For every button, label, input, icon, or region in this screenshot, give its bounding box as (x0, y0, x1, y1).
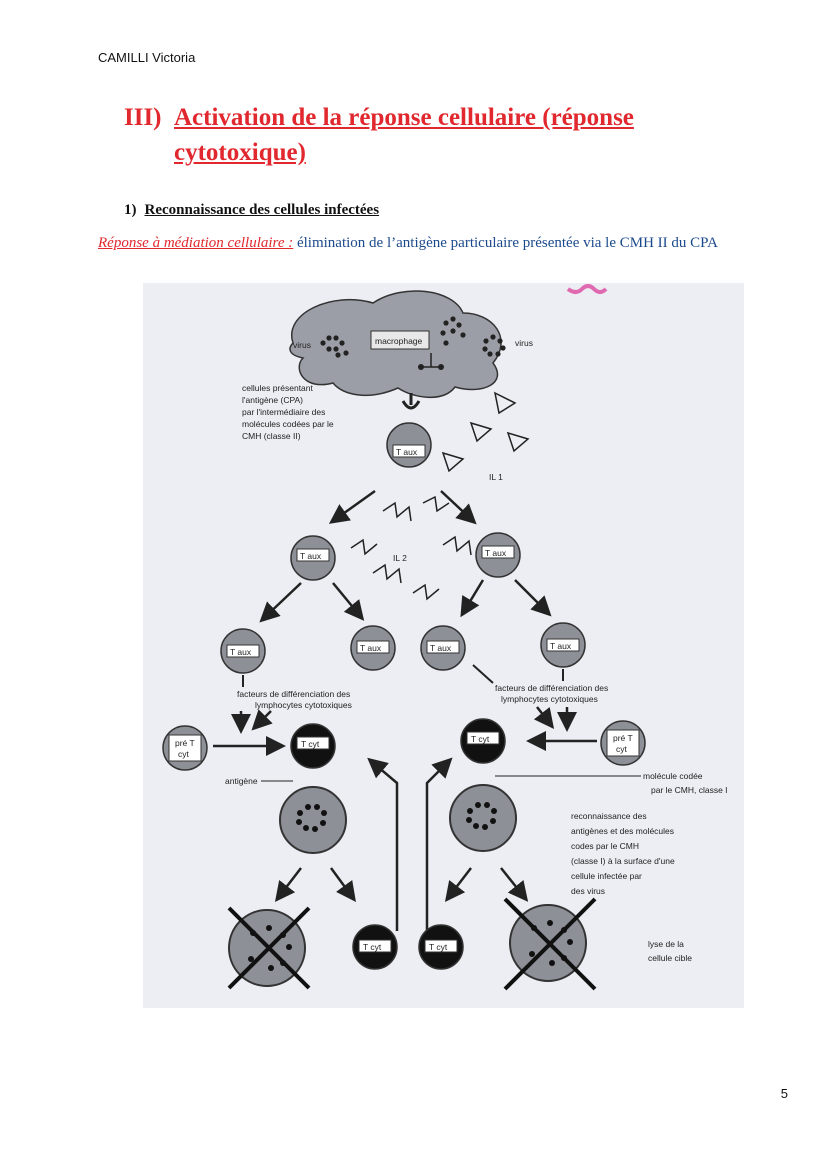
t-aux-label-row3-3: T aux (430, 643, 452, 653)
cpa-line5: CMH (classe II) (242, 431, 301, 441)
recog-line6: des virus (571, 886, 605, 896)
factors-left-line1: facteurs de différenciation des (237, 689, 350, 699)
pre-t-cyt-left-line2: cyt (178, 749, 190, 759)
infected-cell-left (279, 786, 347, 854)
pre-t-cyt-right-line2: cyt (616, 744, 628, 754)
diagram-photo: macrophage virus virus cellules présenta… (143, 283, 744, 1008)
t-aux-label-row3-1: T aux (230, 647, 252, 657)
page-number: 5 (780, 1086, 788, 1101)
infected-cell-left-virus (296, 804, 327, 832)
section-title: III) Activation de la réponse cellulaire … (124, 100, 744, 170)
highlighter-mark (566, 284, 608, 294)
cpa-line2: l'antigène (CPA) (242, 395, 303, 405)
subsection-label: Reconnaissance des cellules infectées (144, 202, 380, 218)
il2-label: IL 2 (393, 553, 407, 563)
recog-line1: reconnaissance des (571, 811, 647, 821)
t-aux-label-top: T aux (396, 447, 418, 457)
infected-cell-right (449, 784, 517, 852)
intro-lead: Réponse à médiation cellulaire : (98, 235, 294, 251)
t-aux-label-row3-4: T aux (550, 641, 572, 651)
cpa-line4: molécules codées par le (242, 419, 334, 429)
factors-right-line2: lymphocytes cytotoxiques (501, 694, 598, 704)
t-cyt-label-bottom-right: T cyt (429, 942, 448, 952)
mhc-label-line2: par le CMH, classe I (651, 785, 728, 795)
infected-cell-right-virus (466, 802, 497, 830)
virus-right-label: virus (515, 338, 533, 348)
recog-line2: antigènes et des molécules (571, 826, 674, 836)
pre-t-cyt-right-line1: pré T (613, 733, 633, 743)
macrophage-label: macrophage (375, 336, 423, 346)
intro-text: élimination de l’antigène particulaire p… (293, 235, 718, 251)
recog-line5: cellule infectée par (571, 871, 642, 881)
virus-right-particles (482, 334, 506, 357)
virus-left-label: virus (293, 340, 311, 350)
subsection-number: 1) (124, 202, 137, 218)
il2-signals (350, 495, 472, 601)
factors-left-line2: lymphocytes cytotoxiques (255, 700, 352, 710)
cell-response-diagram: macrophage virus virus cellules présenta… (162, 284, 728, 991)
il1-signals (441, 391, 530, 473)
t-cyt-label-bottom-left: T cyt (363, 942, 382, 952)
factors-right-line1: facteurs de différenciation des (495, 683, 608, 693)
cpa-line3: par l'intermédiaire des (242, 407, 325, 417)
intro-paragraph: Réponse à médiation cellulaire : élimina… (98, 232, 758, 254)
macrophage-label-box (370, 330, 430, 350)
section-number: III) (124, 104, 162, 131)
header-author: CAMILLI Victoria (98, 50, 196, 65)
t-cyt-label-left: T cyt (301, 739, 320, 749)
t-cyt-label-right: T cyt (471, 734, 490, 744)
t-aux-label-left: T aux (300, 551, 322, 561)
cpa-line1: cellules présentant (242, 383, 314, 393)
mhc-label-line1: molécule codée (643, 771, 703, 781)
recog-line3: codes par le CMH (571, 841, 639, 851)
receptor (401, 393, 421, 410)
internalized-virus (418, 316, 466, 370)
virus-left-particles (320, 335, 349, 358)
section-title-line2: cytotoxique) (174, 139, 306, 166)
antigen-label: antigène (225, 776, 258, 786)
t-aux-label-row3-2: T aux (360, 643, 382, 653)
recog-line4: (classe I) à la surface d'une (571, 856, 675, 866)
lysis-line2: cellule cible (648, 953, 692, 963)
section-title-line1: Activation de la réponse cellulaire (rép… (174, 104, 634, 131)
subsection-title: 1) Reconnaissance des cellules infectées (124, 202, 379, 219)
il1-label: IL 1 (489, 472, 503, 482)
lysis-line1: lyse de la (648, 939, 684, 949)
t-aux-label-right: T aux (485, 548, 507, 558)
pre-t-cyt-left-line1: pré T (175, 738, 195, 748)
